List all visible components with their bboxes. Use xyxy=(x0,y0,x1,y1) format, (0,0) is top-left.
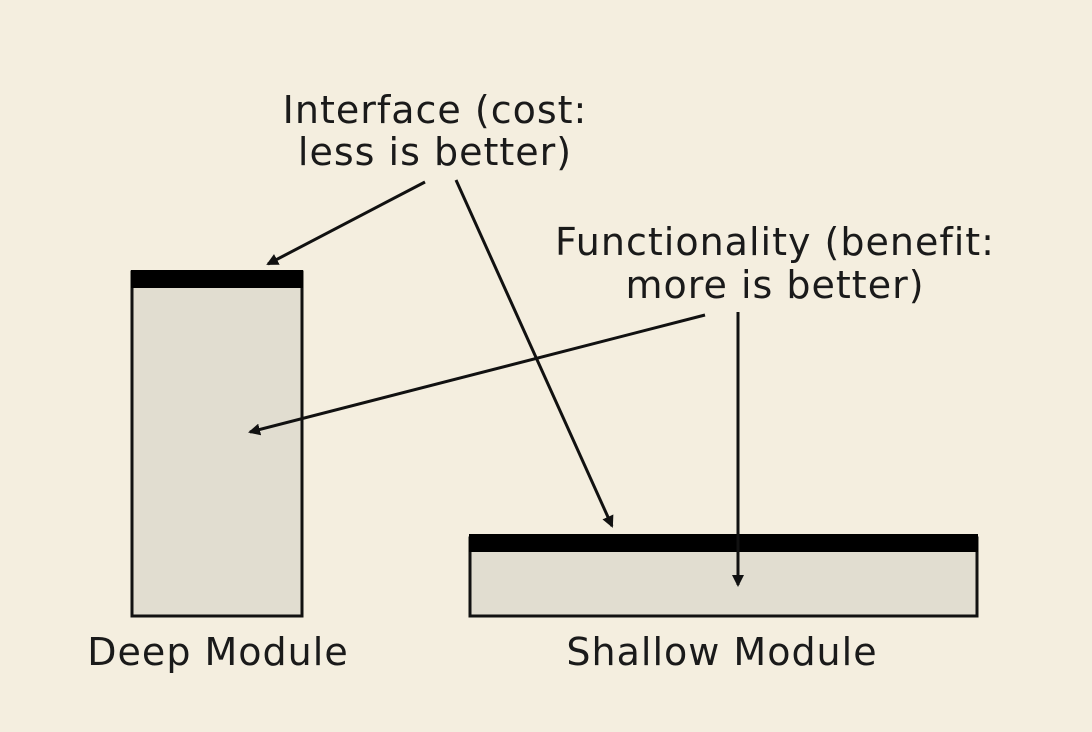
functionality-label-line2: more is better) xyxy=(625,263,924,307)
deep-module xyxy=(130,270,304,618)
deep-module-interface-bar xyxy=(131,270,303,288)
interface-label-line1: Interface (cost: xyxy=(283,88,588,132)
interface-label-line2: less is better) xyxy=(298,130,572,174)
arrow-functionality-to-deep xyxy=(248,313,706,436)
shallow-module-caption: Shallow Module xyxy=(566,630,877,674)
shallow-module-interface-bar xyxy=(469,534,978,552)
arrow-interface-to-deep xyxy=(266,180,426,266)
deep-module-caption: Deep Module xyxy=(87,630,348,674)
arrow-interface-to-shallow xyxy=(454,179,614,528)
functionality-label-line1: Functionality (benefit: xyxy=(555,220,995,264)
deep-module-body xyxy=(130,270,304,618)
shallow-module xyxy=(468,534,979,618)
